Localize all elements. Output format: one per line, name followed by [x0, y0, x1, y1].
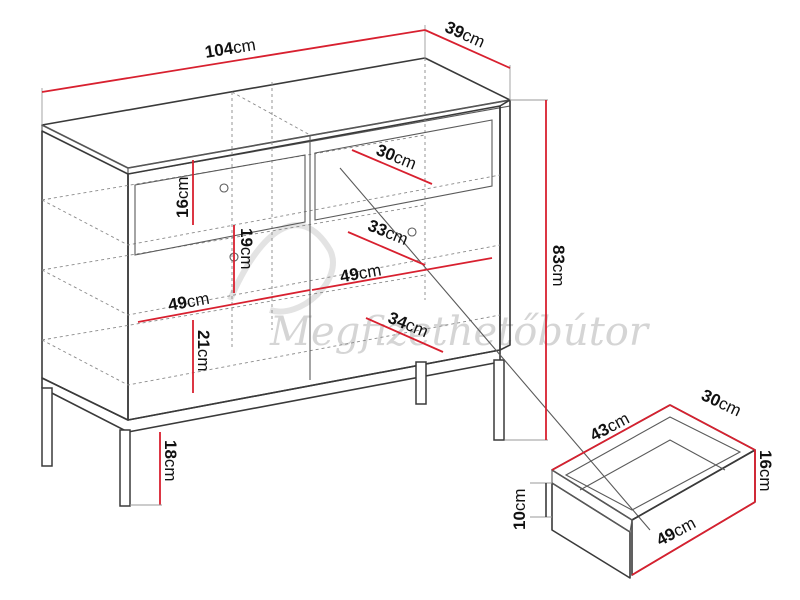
- watermark-text: Megfizethetőbútor: [269, 309, 651, 355]
- legs: [41, 359, 505, 507]
- dim-line-right-width: [311, 257, 493, 291]
- dim-line-drawer-inner-width: [631, 501, 756, 576]
- label-middle-width-left: 49cm: [167, 289, 211, 315]
- dim-line-left-width: [137, 289, 311, 323]
- upper-left-drawer-front: [134, 154, 306, 256]
- knob-icon: [407, 227, 417, 237]
- leg: [415, 361, 427, 405]
- label-depth: 39cm: [442, 17, 488, 51]
- cabinet-top-front-edge: [41, 124, 129, 175]
- dim-line-upper-depth: [351, 149, 433, 185]
- dim-line-drawer-depth: [669, 404, 756, 451]
- drawer-left-side: [551, 469, 633, 533]
- leg: [119, 429, 131, 507]
- watermark: Megfizethetőbútor: [227, 222, 651, 355]
- dim-line-drawer-width: [551, 404, 671, 471]
- drawer-leader-line: [339, 167, 651, 531]
- drawer-front-panel: [551, 482, 631, 579]
- label-upper-drawer-height: 16cm: [173, 176, 192, 218]
- knob-icon: [219, 183, 229, 193]
- label-middle-width-right: 49cm: [339, 260, 383, 286]
- drawer-detail: [551, 404, 756, 579]
- cabinet-left-side: [41, 130, 129, 421]
- leg: [493, 359, 505, 441]
- cabinet: [41, 57, 511, 507]
- dim-line-width: [41, 29, 426, 93]
- cabinet-right-side: [499, 99, 511, 351]
- label-middle-height: 19cm: [237, 228, 256, 270]
- dim-line-middle-depth: [347, 231, 426, 266]
- label-middle-shelf-depth: 33cm: [365, 216, 411, 249]
- drawer-inner-rim: [564, 416, 742, 511]
- label-leg-height: 18cm: [161, 440, 180, 482]
- dimension-labels: 104cm 39cm 83cm 18cm 30cm 16cm 33cm 19cm…: [161, 17, 775, 549]
- label-drawer-outer-depth: 30cm: [698, 386, 744, 421]
- label-drawer-outer-width: 43cm: [587, 409, 633, 445]
- leg: [41, 387, 53, 467]
- cabinet-plinth: [41, 349, 501, 433]
- dimension-lines: [41, 25, 756, 576]
- label-drawer-inner-height: 10cm: [510, 488, 529, 530]
- drawer-inner-bottom: [579, 439, 726, 491]
- upper-right-drawer-front: [314, 119, 493, 221]
- label-height: 83cm: [549, 245, 568, 287]
- label-lower-height: 21cm: [194, 330, 213, 372]
- dim-line-lower-depth: [365, 317, 444, 353]
- dim-line-depth: [424, 29, 511, 69]
- label-width: 104cm: [204, 35, 257, 62]
- label-drawer-outer-height: 16cm: [756, 450, 775, 492]
- label-drawer-inner-width: 49cm: [653, 513, 699, 549]
